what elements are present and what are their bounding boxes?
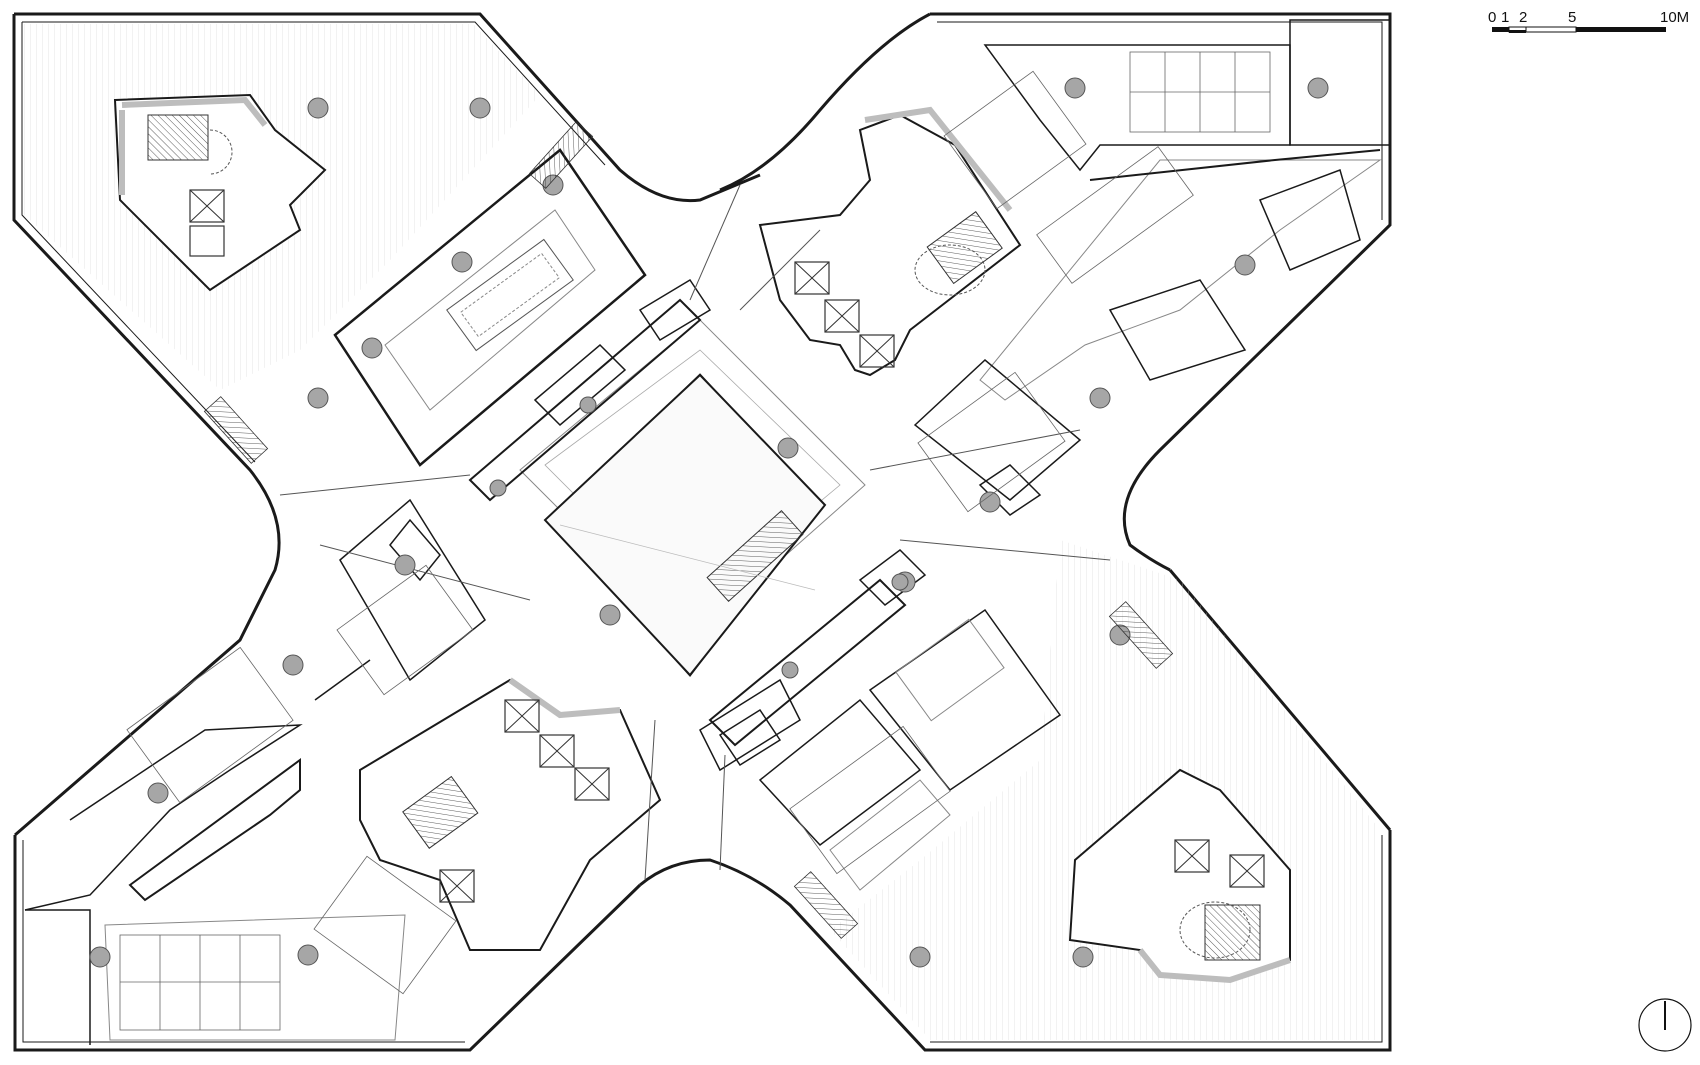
desk-cluster-ne — [943, 51, 1271, 210]
furniture — [119, 51, 1271, 1031]
scale-label-5: 5 — [1568, 9, 1576, 26]
edge-stairs — [203, 121, 1174, 939]
central-atrium — [519, 319, 866, 677]
ne-core — [758, 106, 1022, 377]
north-arrow-icon — [1638, 998, 1692, 1052]
scale-label-0: 0 — [1488, 9, 1496, 26]
desk-cluster-sw — [119, 564, 474, 1031]
sw-wing-outline — [13, 835, 642, 1052]
columns — [89, 77, 1329, 968]
scale-label-10m: 10M — [1660, 9, 1689, 26]
building-outline — [12, 12, 1392, 1052]
sw-office-block — [24, 498, 486, 1045]
se-core — [1068, 768, 1291, 984]
scale-bar: 0 1 2 5 10M — [1488, 9, 1689, 33]
ne-office-block — [913, 19, 1391, 501]
scale-label-2: 2 — [1519, 9, 1527, 26]
nw-wing-outline — [14, 12, 761, 203]
nw-meeting-block — [333, 148, 647, 467]
corridors — [279, 184, 1111, 881]
terrace-se — [830, 540, 1380, 1040]
sw-core — [359, 677, 662, 951]
scale-label-1: 1 — [1501, 9, 1509, 26]
se-wing-outline — [639, 830, 1392, 1052]
desk-cluster-ne2 — [917, 146, 1194, 513]
nw-core — [113, 93, 327, 292]
ne-wing-outline — [930, 12, 1392, 572]
desk-cluster-se — [789, 725, 951, 875]
